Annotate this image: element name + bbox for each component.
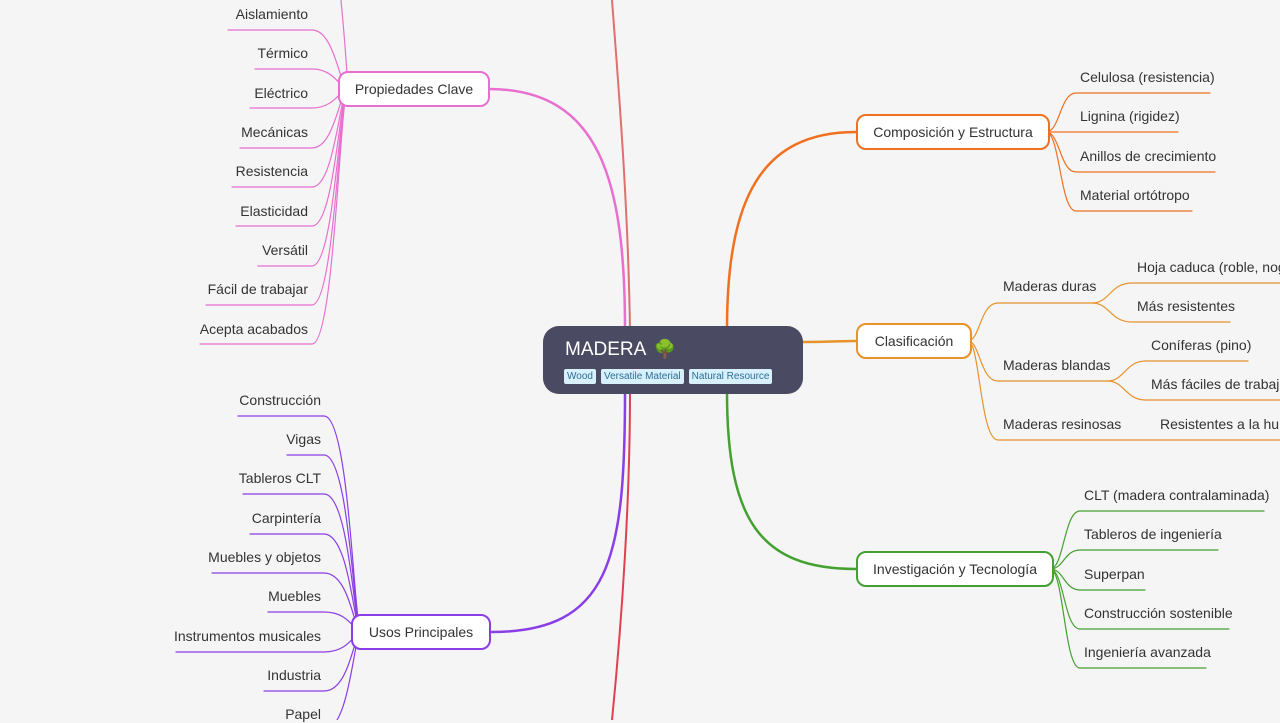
subtopic-carpinteria[interactable]: Carpintería: [251, 510, 321, 526]
subtopic-tableros-clt[interactable]: Tableros CLT: [238, 470, 321, 486]
subtopic-anillos-de-crecimiento[interactable]: Anillos de crecimiento: [1080, 148, 1217, 164]
leaf-connector-coniferas: [1106, 360, 1249, 382]
subtopic-construccion-sostenible[interactable]: Construcción sostenible: [1084, 605, 1233, 621]
subtopic-coniferas[interactable]: Coníferas (pino): [1151, 337, 1252, 353]
subtopic-ingenieria-avanzada[interactable]: Ingeniería avanzada: [1084, 644, 1211, 660]
subtopic-hoja-caduca[interactable]: Hoja caduca (roble, nogal): [1137, 259, 1280, 275]
trunk-bottom-line: [611, 391, 631, 720]
group-connector-maderas-duras: [967, 302, 1093, 342]
subtopic-resistencia[interactable]: Resistencia: [235, 163, 308, 179]
subtopic-tableros-de-ingenieria[interactable]: Tableros de ingeniería: [1084, 526, 1222, 542]
subtopic-maderas-duras[interactable]: Maderas duras: [1003, 278, 1097, 294]
trunk-top-line: [611, 0, 631, 331]
tag-natural-resource[interactable]: Natural Resource: [688, 369, 773, 384]
subtopic-celulosa[interactable]: Celulosa (resistencia): [1080, 69, 1215, 85]
subtopic-material-ortotropo[interactable]: Material ortótropo: [1080, 187, 1190, 203]
subtopic-facil-de-trabajar[interactable]: Fácil de trabajar: [207, 281, 308, 297]
tag-versatile-material[interactable]: Versatile Material: [600, 369, 684, 384]
subtopic-maderas-blandas[interactable]: Maderas blandas: [1003, 357, 1111, 373]
leaf-connector-propiedades: [205, 88, 349, 306]
topic-label: Composición y Estructura: [873, 124, 1033, 140]
subtopic-lignina[interactable]: Lignina (rigidez): [1080, 108, 1180, 124]
tree-icon: 🌳: [653, 339, 676, 359]
central-topic-tags: Wood Versatile Material Natural Resource: [564, 369, 773, 384]
leaf-connector-composicion: [1045, 131, 1216, 173]
subtopic-papel[interactable]: Papel: [285, 706, 321, 722]
leaf-connector-investigacion: [1049, 510, 1265, 570]
subtopic-termico[interactable]: Térmico: [257, 45, 308, 61]
subtopic-electrico[interactable]: Eléctrico: [254, 85, 308, 101]
subtopic-clt[interactable]: CLT (madera contralaminada): [1084, 487, 1270, 503]
leaf-connector-investigacion: [1049, 568, 1207, 669]
leaf-connector-composicion: [1045, 131, 1193, 212]
subtopic-industria[interactable]: Industria: [267, 667, 321, 683]
link-propiedades: [488, 87, 627, 332]
leaf-connector-mas-faciles: [1106, 380, 1280, 401]
topic-propiedades-clave[interactable]: Propiedades Clave: [338, 71, 490, 107]
topic-label: Clasificación: [874, 333, 954, 349]
subtopic-resistentes-a-la-humedad[interactable]: Resistentes a la humedad: [1160, 416, 1280, 432]
leaf-connector-composicion: [1045, 92, 1211, 133]
leaf-connector-mas-resistentes: [1091, 302, 1231, 323]
topic-investigacion-y-tecnologia[interactable]: Investigación y Tecnología: [856, 551, 1054, 587]
subtopic-mecanicas[interactable]: Mecánicas: [241, 124, 308, 140]
leaf-connector-hoja-caduca: [1091, 282, 1280, 304]
subtopic-aislamiento[interactable]: Aislamiento: [235, 6, 308, 22]
subtopic-versatil[interactable]: Versátil: [262, 242, 308, 258]
topic-label: Investigación y Tecnología: [873, 561, 1037, 577]
topic-composicion-y-estructura[interactable]: Composición y Estructura: [856, 114, 1050, 150]
subtopic-vigas[interactable]: Vigas: [286, 431, 321, 447]
link-usos: [489, 390, 627, 634]
topic-usos-principales[interactable]: Usos Principales: [351, 614, 491, 650]
subtopic-muebles-y-objetos[interactable]: Muebles y objetos: [208, 549, 321, 565]
subtopic-instrumentos-musicales[interactable]: Instrumentos musicales: [173, 628, 321, 644]
central-topic-title: MADERA 🌳: [565, 337, 676, 362]
link-composicion: [725, 130, 858, 332]
leaf-connector-investigacion: [1049, 568, 1230, 630]
subtopic-mas-resistentes[interactable]: Más resistentes: [1137, 298, 1236, 314]
topic-label: Usos Principales: [368, 624, 474, 640]
tag-wood[interactable]: Wood: [564, 369, 596, 384]
subtopic-muebles[interactable]: Muebles: [268, 588, 321, 604]
subtopic-construccion[interactable]: Construcción: [239, 392, 321, 408]
subtopic-maderas-resinosas[interactable]: Maderas resinosas: [1003, 416, 1122, 432]
central-title-text: MADERA: [565, 339, 646, 360]
topic-label: Propiedades Clave: [354, 81, 474, 97]
subtopic-superpan[interactable]: Superpan: [1084, 566, 1145, 582]
link-investigacion: [725, 390, 858, 571]
subtopic-mas-faciles-de-trabajar[interactable]: Más fáciles de trabajar: [1151, 376, 1280, 392]
central-topic[interactable]: MADERA 🌳 Wood Versatile Material Natural…: [543, 326, 803, 394]
link-clasificacion: [801, 339, 858, 344]
subtopic-acepta-acabados[interactable]: Acepta acabados: [199, 321, 308, 337]
topic-clasificacion[interactable]: Clasificación: [856, 323, 972, 359]
subtopic-elasticidad[interactable]: Elasticidad: [240, 203, 308, 219]
